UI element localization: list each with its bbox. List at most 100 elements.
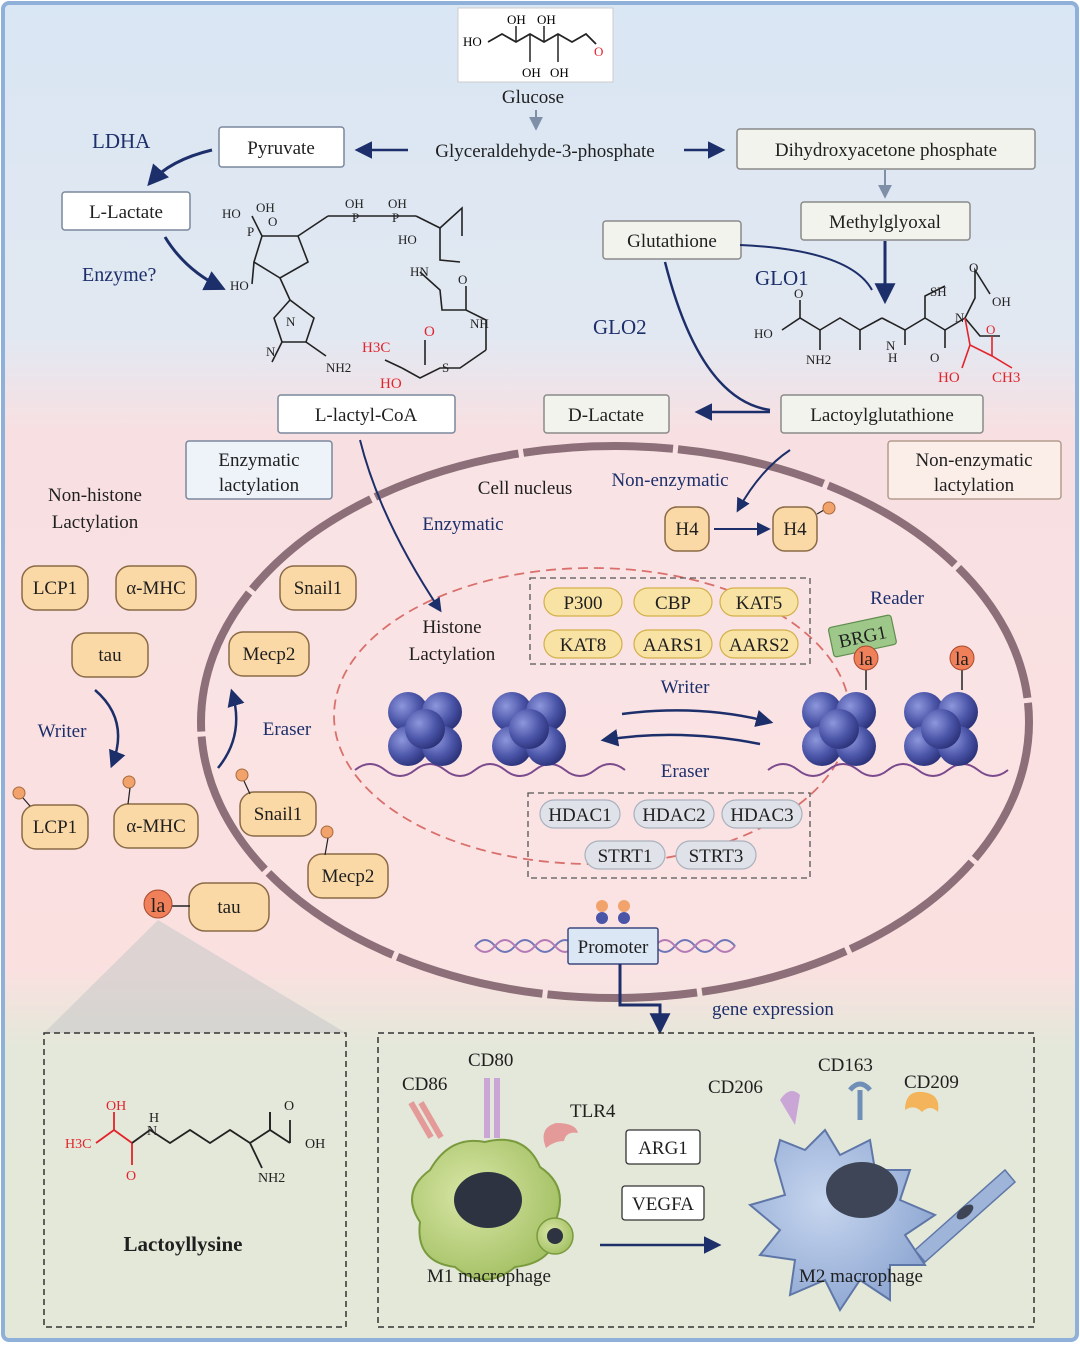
writer-enzyme-pill [543, 629, 623, 659]
glucose-structure: HO OH OH OH OH O [457, 7, 614, 83]
coa-atom: HN [410, 264, 429, 279]
gsh-atom: O [986, 322, 995, 337]
eraser-enzyme-label: STRT1 [598, 846, 653, 867]
pyruvate-label: Pyruvate [247, 138, 315, 159]
nucleosome [388, 692, 462, 766]
protein-label: tau [217, 897, 241, 918]
d-lactate-label: D-Lactate [568, 405, 644, 426]
writer-enzyme-label: AARS1 [643, 635, 703, 656]
l-lactate-label: L-Lactate [89, 202, 163, 223]
gsh-atom: OH [992, 294, 1011, 309]
lactoylglutathione-label: Lactoylglutathione [810, 405, 954, 426]
protein-label: Mecp2 [322, 866, 375, 887]
promoter-box [567, 927, 659, 965]
glucose-atom: OH [507, 12, 526, 27]
ldha-arrow [147, 148, 213, 187]
non-enzymatic-lactylation-box [887, 440, 1062, 500]
histone-line1: Histone [422, 617, 481, 638]
nucleosome [904, 692, 978, 766]
protein-label: tau [98, 645, 122, 666]
protein-label: Snail1 [294, 578, 343, 599]
enzymatic-lactylation-line1: Enzymatic [218, 450, 299, 471]
nucleosome [802, 692, 876, 766]
glucose-atom: O [594, 44, 603, 59]
m2-label: M2 macrophage [799, 1266, 923, 1287]
h4-lactylated [772, 506, 818, 552]
l-lactate-box [61, 191, 191, 231]
histone-line2: Lactylation [409, 644, 496, 665]
coa-atom: O [424, 324, 435, 340]
coa-atom: OH [345, 196, 364, 211]
la-mark-label: la [955, 649, 969, 670]
glutathione-label: Glutathione [627, 231, 717, 252]
coa-atom: P [352, 210, 359, 225]
protein-label: LCP1 [33, 578, 77, 599]
gsh-atom: O [930, 350, 939, 365]
nh-writer-label: Writer [38, 721, 87, 742]
coa-atom: HO [222, 206, 241, 221]
enzymatic-label: Enzymatic [422, 514, 503, 535]
cell-nucleus-membrane [197, 442, 1033, 1002]
dhap-box [736, 128, 1036, 170]
gsh-atom: SH [930, 284, 947, 299]
reader-label: Reader [870, 588, 924, 609]
coa-atom: N [286, 314, 296, 329]
nh-eraser-label: Eraser [263, 719, 312, 740]
lk-atom: H [149, 1111, 159, 1126]
gene-expression-arrow [618, 964, 671, 1035]
m2-marker: CD163 [818, 1055, 873, 1076]
coa-atom: OH [388, 196, 407, 211]
lactoylglutathione-atoms: SH O OH O HO NH2 N H O N O HO CH3 [754, 260, 1020, 386]
lk-atom: O [126, 1169, 136, 1184]
coa-atom: HO [380, 376, 402, 392]
gsh-atom: HO [754, 326, 773, 341]
m1-marker: CD86 [402, 1074, 447, 1095]
eraser-enzyme-pill [633, 799, 715, 829]
dhap-label: Dihydroxyacetone phosphate [775, 140, 997, 161]
lactyl-coa-to-histone-arrow [359, 439, 442, 613]
l-lactyl-coa-label: L-lactyl-CoA [315, 405, 418, 426]
writer-enzyme-label: CBP [655, 593, 691, 614]
coa-atom: O [458, 272, 467, 287]
m1-label: M1 macrophage [427, 1266, 551, 1287]
eraser-enzyme-pill [584, 840, 666, 870]
nucleosome-group-left [354, 692, 626, 777]
methylglyoxal-box [800, 201, 971, 241]
promoter-label: Promoter [578, 937, 649, 958]
glucose-atom: OH [537, 12, 556, 27]
lactoyllysine-label: Lactoyllysine [124, 1232, 243, 1256]
eraser-enzyme-pill [539, 799, 621, 829]
writer-enzyme-pill [719, 587, 799, 617]
eraser-arrow [600, 729, 761, 747]
la-mark-label: la [151, 895, 166, 917]
writer-enzyme-pill [719, 629, 799, 659]
writer-enzyme-pill [633, 587, 713, 617]
eraser-enzyme-label: STRT3 [689, 846, 744, 867]
eraser-enzyme-pill [675, 840, 757, 870]
lactoyllysine-panel [43, 1032, 347, 1328]
g3p-label: Glyceraldehyde-3-phosphate [435, 141, 654, 162]
la-mark [949, 645, 975, 671]
gsh-atom: N [886, 338, 896, 353]
writer-enzyme-label: AARS2 [729, 635, 789, 656]
coa-atom: HO [230, 278, 249, 293]
nucleosome [492, 692, 566, 766]
methylglyoxal-label: Methylglyoxal [829, 212, 941, 233]
writer-enzyme-label: KAT8 [560, 635, 606, 656]
writer-arrow [621, 709, 774, 727]
gsh-atom: H [888, 350, 897, 365]
enzyme-question-label: Enzyme? [82, 264, 157, 286]
lgsh-to-h4-arrow [736, 449, 791, 513]
protein-label: Mecp2 [243, 644, 296, 665]
factor-label: VEGFA [632, 1194, 694, 1215]
vegfa-box [621, 1185, 705, 1221]
glucose-atom: HO [463, 34, 482, 49]
lk-atom: OH [305, 1137, 325, 1152]
writer-box [529, 577, 811, 665]
h4-unmodified [664, 506, 710, 552]
glo1-label: GLO1 [755, 266, 809, 290]
protein-label: Snail1 [254, 804, 303, 825]
m1-marker: CD80 [468, 1050, 513, 1071]
